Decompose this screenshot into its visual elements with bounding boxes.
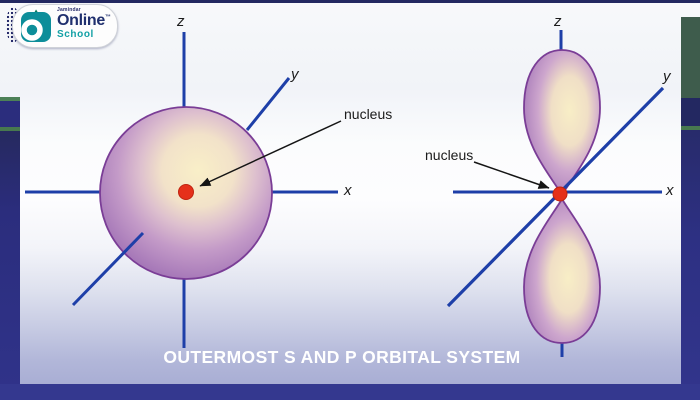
p-nucleus-dot: [552, 186, 568, 202]
s-y-axis-back: [71, 231, 145, 307]
online-school-icon: [21, 7, 51, 42]
frame-bottom-bar: [0, 384, 700, 400]
frame-right-bar: [681, 17, 700, 400]
s-y-axis-front: [245, 77, 291, 131]
logo-trademark: ™: [104, 14, 111, 21]
p-y-axis-label: y: [663, 68, 671, 85]
frame-top-line: [0, 0, 700, 3]
online-school-logo: Jamindar Online™ School: [6, 4, 118, 48]
frame-green-accent: [681, 17, 700, 98]
p-x-axis-label: x: [666, 182, 674, 199]
logo-brand-text: Online: [57, 12, 105, 29]
frame-navy-shade: [0, 131, 20, 400]
frame-left-bar: [0, 97, 20, 400]
frame-navy-shade: [681, 98, 700, 126]
s-y-axis-label: y: [291, 66, 299, 83]
s-x-axis-label: x: [344, 182, 352, 199]
p-orbital-upper-lobe: [523, 49, 601, 197]
logo-brand: Online™: [57, 13, 115, 29]
frame-green-accent: [0, 97, 20, 101]
logo-o-ring-icon: [21, 19, 43, 41]
logo-pill: Jamindar Online™ School: [12, 4, 118, 48]
p-nucleus-label: nucleus: [425, 147, 474, 163]
logo-school-text: School: [57, 29, 94, 40]
p-z-axis-label: z: [554, 13, 562, 30]
logo-tagline: Jamindar: [57, 7, 81, 13]
logo-text: Jamindar Online™ School: [57, 8, 115, 40]
frame-navy-shade: [681, 130, 700, 400]
s-nucleus-arrow: [199, 120, 342, 187]
s-nucleus-label: nucleus: [344, 106, 393, 122]
frame-green-accent: [0, 127, 20, 131]
s-nucleus-dot: [178, 184, 194, 200]
p-nucleus-arrow: [473, 161, 550, 189]
s-z-axis-label: z: [177, 13, 185, 30]
diagram-title: OUTERMOST S AND P ORBITAL SYSTEM: [163, 347, 521, 367]
p-orbital-lower-lobe: [523, 197, 601, 344]
frame-green-accent: [681, 126, 700, 130]
